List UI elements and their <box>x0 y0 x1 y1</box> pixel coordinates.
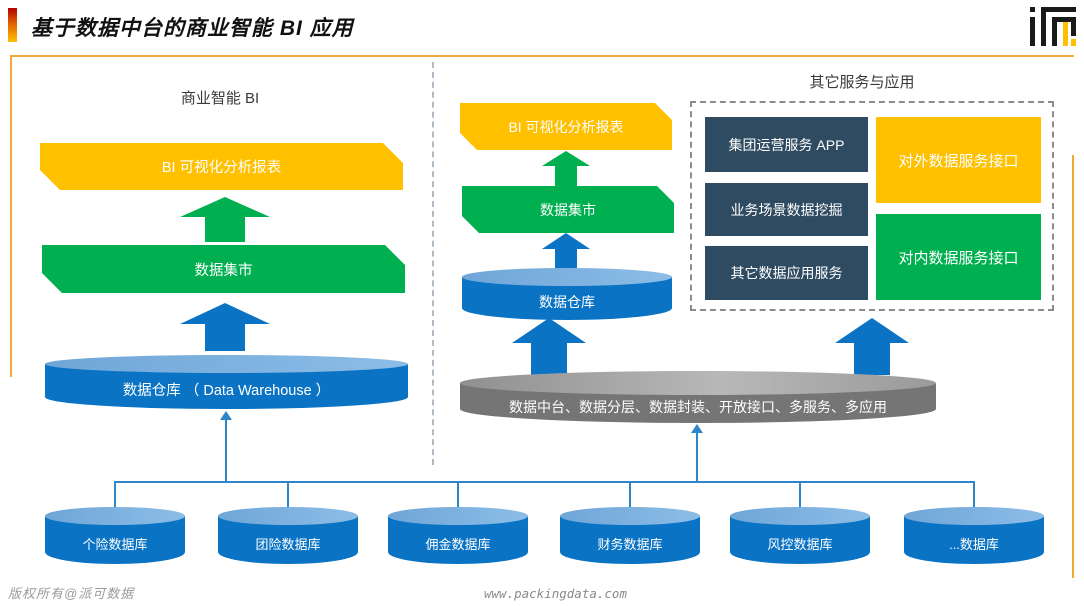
service-box-group-app-label: 集团运营服务 APP <box>728 136 845 153</box>
mid-mart-banner: 数据集市 <box>462 186 674 233</box>
cylinder-top-ellipse <box>462 268 672 286</box>
bi-mart-banner: 数据集市 <box>42 245 405 293</box>
service-box-other-apps: 其它数据应用服务 <box>705 246 868 300</box>
db-cylinder-finance: 财务数据库 <box>560 507 700 564</box>
bi-report-banner: BI 可视化分析报表 <box>40 143 403 190</box>
service-box-external-api-label: 对外数据服务接口 <box>898 152 1019 170</box>
services-heading: 其它服务与应用 <box>809 74 915 91</box>
up-arrow-platform-to-warehouse-icon <box>512 318 586 375</box>
bi-report-banner-label: BI 可视化分析报表 <box>161 160 282 176</box>
up-arrow-warehouse-to-mart-mid-icon <box>542 233 590 269</box>
up-arrow-platform-to-services-icon <box>835 318 909 375</box>
mid-warehouse-cylinder: 数据仓库 <box>462 268 672 320</box>
db-label: 个险数据库 <box>45 516 185 564</box>
connector-stub-5 <box>799 481 801 512</box>
connector-arrowhead-platform-icon <box>691 424 703 433</box>
connector-stub-1 <box>114 481 116 512</box>
services-dashed-box <box>690 101 1054 311</box>
section-divider <box>432 62 434 465</box>
up-arrow-warehouse-to-mart-left-icon <box>180 303 270 351</box>
db-cylinder-risk: 风控数据库 <box>730 507 870 564</box>
service-box-data-mining: 业务场景数据挖掘 <box>705 183 868 236</box>
bi-mart-banner-label: 数据集市 <box>194 262 253 279</box>
mid-mart-banner-label: 数据集市 <box>540 201 596 218</box>
service-box-external-api: 对外数据服务接口 <box>876 117 1041 203</box>
mid-report-banner-label: BI 可视化分析报表 <box>508 118 624 135</box>
cylinder-top-ellipse <box>388 507 528 525</box>
bi-section-heading: 商业智能 BI <box>180 90 260 107</box>
service-box-group-app: 集团运营服务 APP <box>705 117 868 172</box>
connector-stub-2 <box>287 481 289 512</box>
service-box-internal-api: 对内数据服务接口 <box>876 214 1041 300</box>
cylinder-top-ellipse <box>460 371 936 395</box>
connector-arrowhead-warehouse-icon <box>220 411 232 420</box>
db-cylinder-personal: 个险数据库 <box>45 507 185 564</box>
db-label: 佣金数据库 <box>388 516 528 564</box>
up-arrow-mart-to-report-left-icon <box>180 197 270 242</box>
cylinder-top-ellipse <box>218 507 358 525</box>
frame-right-line <box>1072 155 1074 578</box>
title-accent-bar <box>8 8 17 42</box>
frame-top-line <box>10 55 1074 57</box>
brand-logo-icon <box>1030 7 1076 46</box>
cylinder-top-ellipse <box>45 355 408 373</box>
db-cylinder-more: ...数据库 <box>904 507 1044 564</box>
connector-stub-3 <box>457 481 459 512</box>
db-cylinder-commission: 佣金数据库 <box>388 507 528 564</box>
cylinder-top-ellipse <box>560 507 700 525</box>
connector-riser-warehouse <box>225 420 227 482</box>
connector-stub-4 <box>629 481 631 512</box>
frame-left-line <box>10 55 12 377</box>
service-box-other-apps-label: 其它数据应用服务 <box>730 265 843 281</box>
bi-warehouse-cylinder: 数据仓库 （ Data Warehouse ） <box>45 355 408 409</box>
service-box-data-mining-label: 业务场景数据挖掘 <box>730 201 843 218</box>
footer-copyright: 版权所有@派可数据 <box>8 586 135 601</box>
footer-website: www.packingdata.com <box>484 586 627 601</box>
cylinder-top-ellipse <box>730 507 870 525</box>
connector-stub-6 <box>973 481 975 512</box>
platform-cylinder: 数据中台、数据分层、数据封装、开放接口、多服务、多应用 <box>460 371 936 423</box>
mid-report-banner: BI 可视化分析报表 <box>460 103 672 150</box>
up-arrow-mart-to-report-mid-icon <box>542 151 590 186</box>
cylinder-top-ellipse <box>904 507 1044 525</box>
service-box-internal-api-label: 对内数据服务接口 <box>898 249 1019 267</box>
cylinder-top-ellipse <box>45 507 185 525</box>
connector-horizontal-bus <box>114 481 975 483</box>
db-cylinder-group: 团险数据库 <box>218 507 358 564</box>
connector-riser-platform <box>696 433 698 482</box>
page-title: 基于数据中台的商业智能 BI 应用 <box>31 17 354 40</box>
